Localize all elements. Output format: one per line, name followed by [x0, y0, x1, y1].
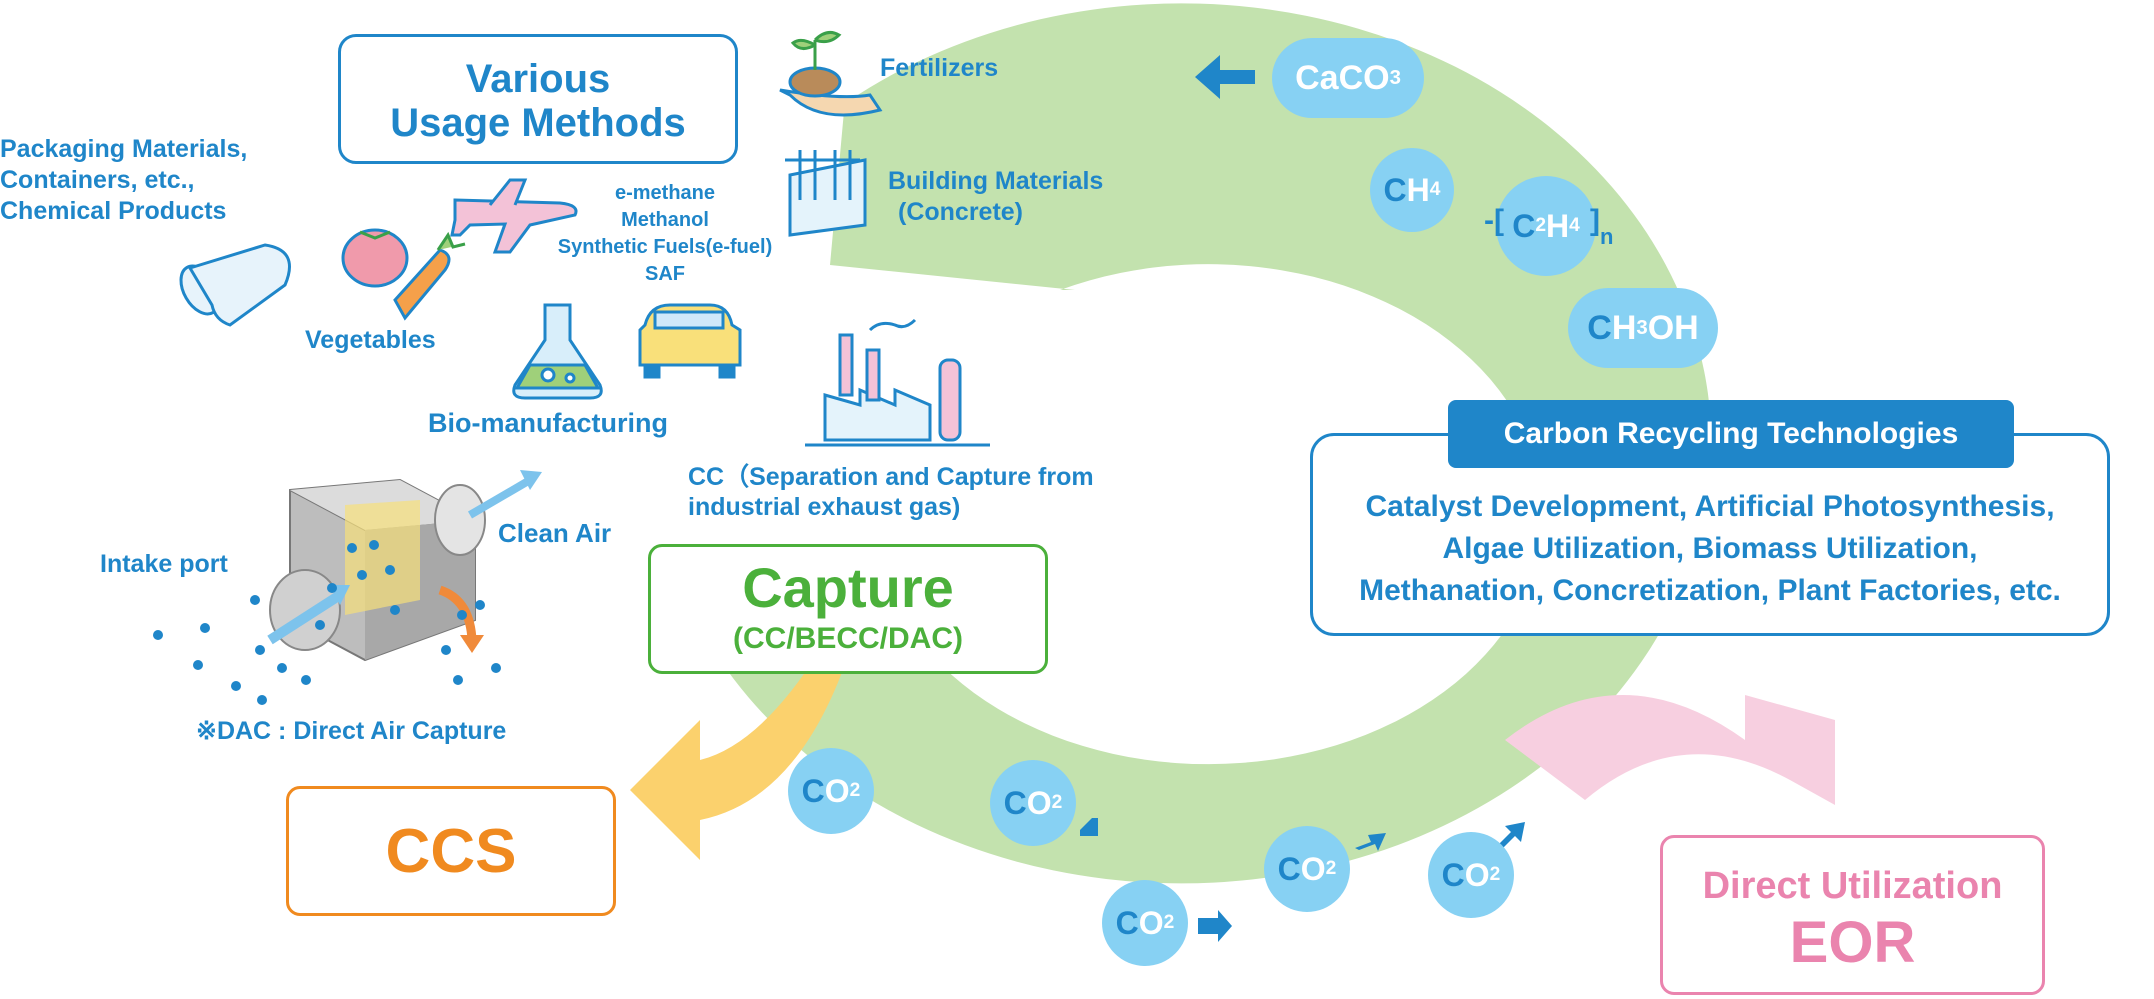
building-materials-label: Building Materials (Concrete): [888, 167, 1104, 226]
ccs-box: CCS: [286, 786, 616, 916]
capture-title: Capture: [742, 556, 954, 619]
packaging-label: Packaging Materials, Containers, etc., C…: [0, 135, 248, 225]
building-materials-icon: [785, 150, 867, 237]
airplane-icon: [450, 178, 578, 254]
clean-air-label: Clean Air: [498, 518, 612, 548]
biomanufacturing-label: Bio-manufacturing: [428, 408, 668, 438]
carbon-recycling-header: Carbon Recycling Technologies: [1448, 400, 2014, 468]
usage-methods-box: Various Usage Methods: [338, 34, 738, 164]
arrow-left-icon: [1195, 55, 1255, 99]
capture-subtitle: (CC/BECC/DAC): [733, 622, 963, 655]
dac-machine-icon: [267, 470, 542, 662]
c2h4-bracket-right: ]: [1590, 204, 1600, 237]
fertilizers-label: Fertilizers: [880, 54, 999, 82]
ccs-label: CCS: [385, 816, 517, 886]
cycle-ring-arrow: [720, 3, 1712, 884]
car-icon: [638, 303, 742, 379]
ccs-arrow: [630, 650, 850, 860]
c2h4-bracket-left: -[: [1484, 204, 1504, 237]
flask-icon: [512, 303, 603, 400]
eor-label: EOR: [1789, 910, 1916, 975]
cc-note-label: CC（Separation and Capture from industria…: [688, 463, 1094, 521]
air-particles: [153, 540, 501, 705]
fertilizer-hand-icon: [779, 30, 883, 117]
co2-flow-arrows: [1080, 818, 1525, 942]
fuels-label: e-methane Methanol Synthetic Fuels(e-fue…: [557, 182, 773, 285]
eor-arrow: [1505, 695, 1835, 805]
vegetables-icon: [341, 228, 466, 321]
c2h4-subscript-n: n: [1600, 224, 1614, 249]
vegetables-label: Vegetables: [305, 326, 436, 354]
factory-icon: [805, 318, 990, 447]
dac-footnote: ※DAC : Direct Air Capture: [196, 717, 507, 745]
capture-box: Capture (CC/BECC/DAC): [648, 544, 1048, 674]
usage-title-line1: Various: [465, 57, 611, 101]
packaging-roll-icon: [179, 243, 291, 327]
carbon-recycling-list: Catalyst Development, Artificial Photosy…: [1359, 490, 2061, 607]
usage-title-line2: Usage Methods: [390, 101, 686, 145]
direct-utilization-box: Direct Utilization EOR: [1660, 835, 2045, 995]
intake-port-label: Intake port: [100, 550, 228, 578]
direct-utilization-title: Direct Utilization: [1702, 865, 2003, 907]
